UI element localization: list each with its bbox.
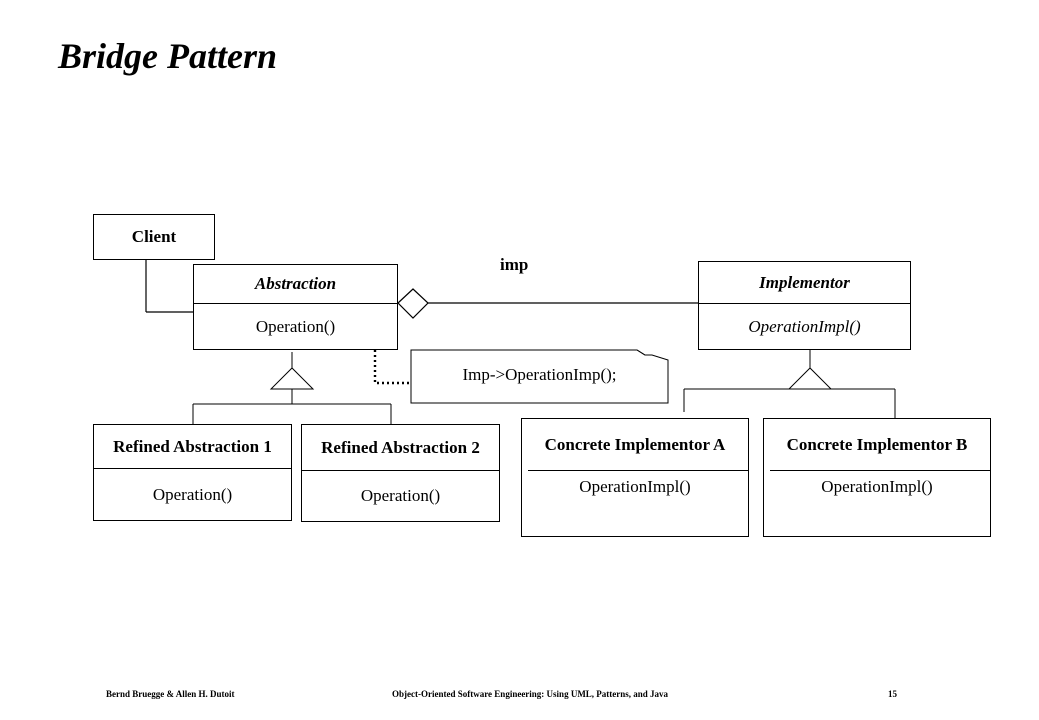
- footer-page-number: 15: [888, 689, 897, 699]
- concrete-implementor-b-class: Concrete Implementor B OperationImpl(): [763, 418, 991, 537]
- aggregation-link: [397, 288, 698, 319]
- refined-abstraction-1-name: Refined Abstraction 1: [94, 425, 291, 469]
- refined-abstraction-1-operation: Operation(): [152, 484, 233, 504]
- footer-authors: Bernd Bruegge & Allen H. Dutoit: [106, 689, 235, 699]
- generalization-abstraction: [192, 352, 392, 424]
- note-text: Imp->OperationImp();: [462, 365, 617, 384]
- client-class-name: Client: [131, 227, 177, 246]
- client-class: Client: [93, 214, 215, 260]
- footer-book-title: Object-Oriented Software Engineering: Us…: [392, 689, 669, 699]
- abstraction-class-name: Abstraction: [194, 265, 397, 304]
- implementor-class: Implementor OperationImpl(): [698, 261, 911, 350]
- concrete-implementor-b-operation: OperationImpl(): [821, 477, 933, 496]
- concrete-implementor-b-name: Concrete Implementor B: [764, 419, 990, 471]
- implementor-operation: OperationImpl(): [748, 316, 861, 336]
- refined-abstraction-2-name: Refined Abstraction 2: [302, 425, 499, 471]
- refined-abstraction-1-class: Refined Abstraction 1 Operation(): [93, 424, 292, 521]
- refined-abstraction-2-operation: Operation(): [360, 486, 441, 505]
- concrete-implementor-a-class: Concrete Implementor A OperationImpl(): [521, 418, 749, 537]
- abstraction-class: Abstraction Operation(): [193, 264, 398, 350]
- generalization-implementor: [683, 349, 896, 418]
- page-title: Bridge Pattern: [58, 36, 278, 76]
- note-shape: [410, 349, 669, 404]
- aggregation-diamond: [397, 288, 429, 319]
- association-label: imp: [500, 255, 529, 274]
- refined-abstraction-2-class: Refined Abstraction 2 Operation(): [301, 424, 500, 522]
- concrete-implementor-a-name: Concrete Implementor A: [522, 419, 748, 471]
- generalization-triangle-right: [787, 367, 833, 390]
- concrete-implementor-a-operation: OperationImpl(): [579, 477, 691, 496]
- client-abstraction-link: [145, 259, 193, 313]
- implementor-class-name: Implementor: [699, 262, 910, 304]
- abstraction-operation: Operation(): [255, 316, 336, 336]
- generalization-triangle-left: [269, 367, 315, 390]
